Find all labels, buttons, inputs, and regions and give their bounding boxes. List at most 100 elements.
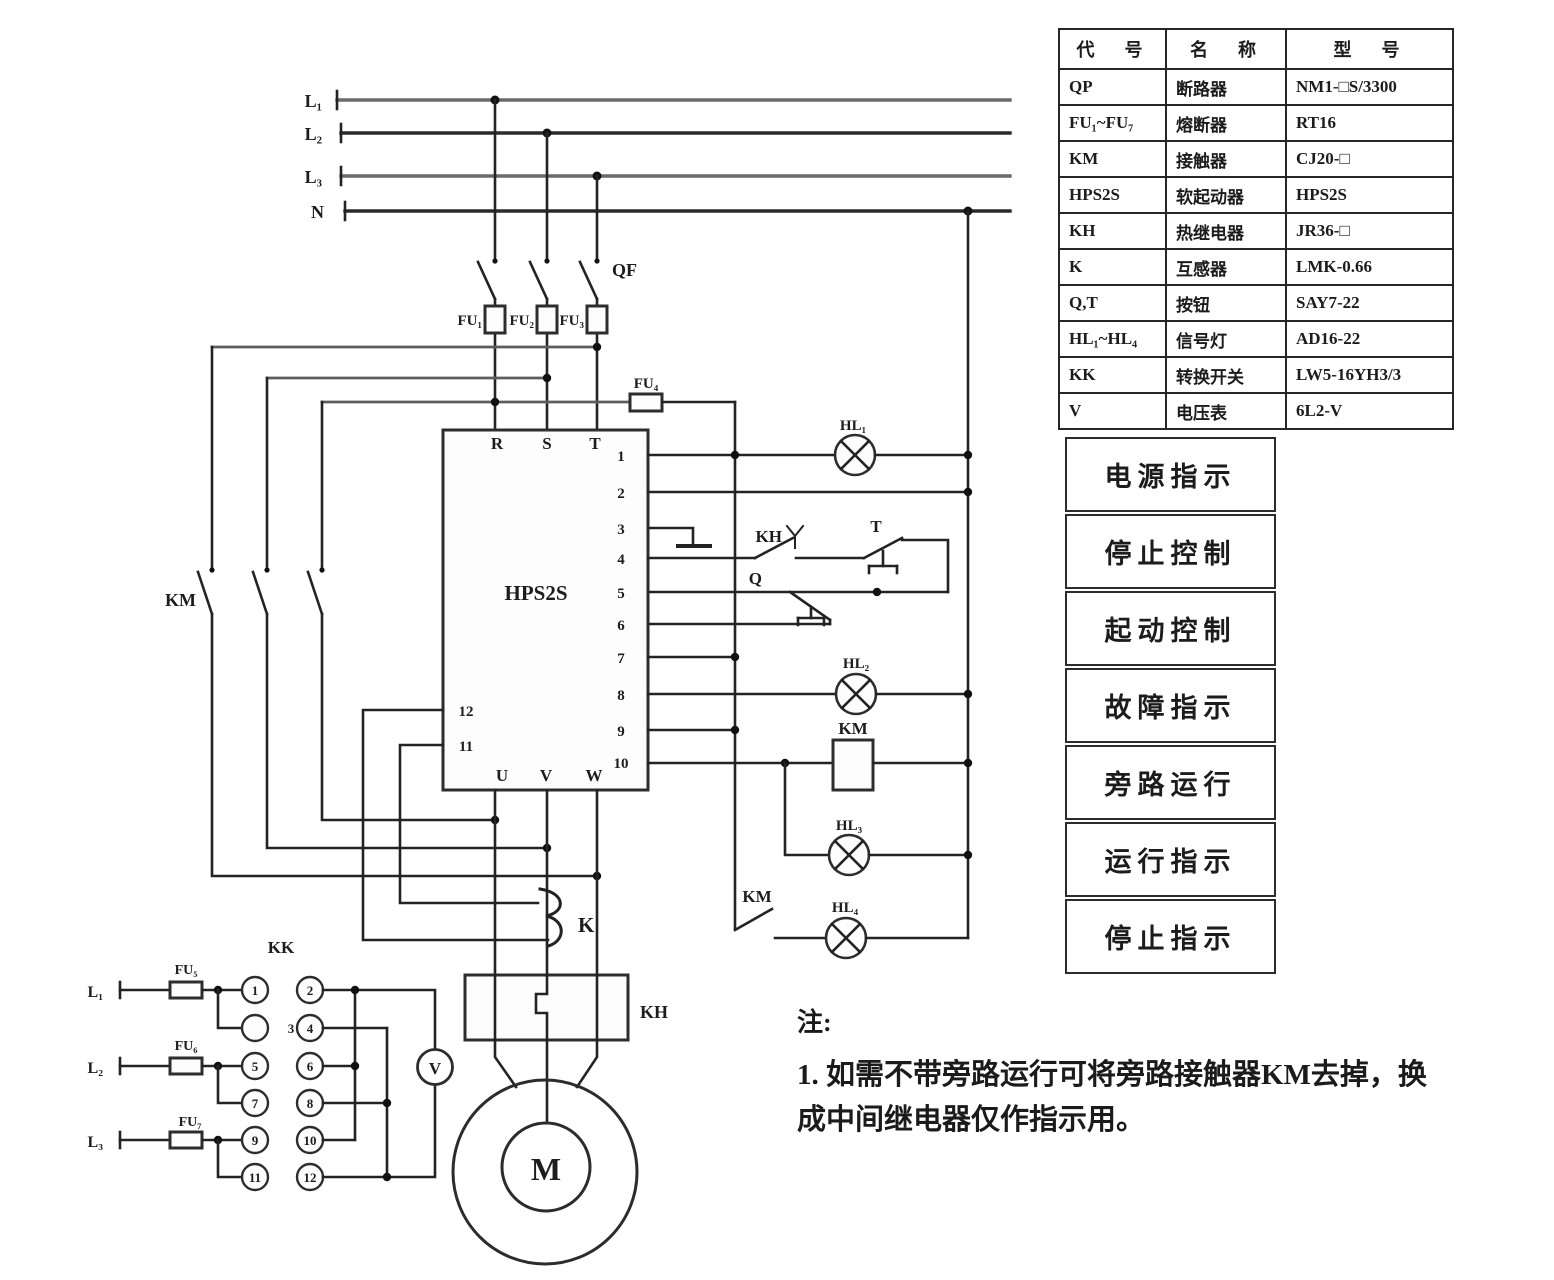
cell-name: 软起动器 — [1165, 176, 1287, 214]
bus-label-n: N — [311, 202, 324, 222]
function-label-column: 电源指示 停止控制 起动控制 故障指示 旁路运行 运行指示 停止指示 — [1065, 437, 1276, 974]
kk-terminal: 7 — [252, 1096, 259, 1111]
cell-model: NM1-□S/3300 — [1285, 68, 1454, 106]
thermal-block-label: KH — [640, 1002, 668, 1022]
cell-code: HL₁~HL₄ — [1058, 320, 1167, 358]
bus-label-l2: L₂ — [305, 124, 322, 144]
kk-stray-3: 3 — [288, 1021, 295, 1036]
control-circuit: HL₁ KH T Q — [646, 209, 973, 960]
terminal-9: 9 — [617, 724, 625, 740]
note-block: 注: 1. 如需不带旁路运行可将旁路接触器KM去掉，换 成中间继电器仅作指示用。 — [797, 1002, 1517, 1143]
terminal-8: 8 — [617, 688, 625, 704]
function-label: 故障指示 — [1065, 668, 1276, 743]
breaker-qf: QF — [476, 98, 637, 301]
kk-terminal: 1 — [252, 983, 259, 998]
cell-name: 信号灯 — [1165, 320, 1287, 358]
lamp-hl1-label: HL₁ — [840, 418, 866, 434]
motor-label: M — [531, 1151, 561, 1187]
kk-terminal: 6 — [307, 1059, 314, 1074]
cell-name: 互感器 — [1165, 248, 1287, 286]
lamp-hl2-label: HL₂ — [843, 656, 870, 672]
stop-button-label: T — [870, 517, 882, 536]
function-label: 停止控制 — [1065, 514, 1276, 589]
kk-terminal: 2 — [307, 983, 314, 998]
fuse-fu5-label: FU₅ — [175, 963, 198, 978]
bypass-contactor-km: KM — [165, 342, 632, 881]
terminal-5: 5 — [617, 586, 625, 602]
selector-switch-kk: KK L₁ FU₅ L₂ FU₆ L₃ FU₇ 1 — [88, 938, 392, 1192]
function-label: 电源指示 — [1065, 437, 1276, 512]
function-label: 起动控制 — [1065, 591, 1276, 666]
terminal-11: 11 — [459, 739, 473, 755]
selector-line-l3: L₃ — [88, 1134, 104, 1151]
terminal-t: T — [589, 434, 601, 453]
output-section: KH K — [361, 708, 668, 1042]
cell-model: LW5-16YH3/3 — [1285, 356, 1454, 394]
thermal-contact-label: KH — [756, 527, 782, 546]
cell-name: 断路器 — [1165, 68, 1287, 106]
cell-model: RT16 — [1285, 104, 1454, 142]
note-line-2: 成中间继电器仅作指示用。 — [797, 1104, 1146, 1136]
header-code: 代 号 — [1058, 28, 1167, 70]
fuse-fu4-label: FU₄ — [634, 376, 659, 392]
contactor-contact-label: KM — [742, 887, 771, 906]
terminal-1: 1 — [617, 449, 625, 465]
cell-code: V — [1058, 392, 1167, 430]
function-label: 运行指示 — [1065, 822, 1276, 897]
cell-name: 接触器 — [1165, 140, 1287, 178]
cell-code: Q,T — [1058, 284, 1167, 322]
note-title: 注: — [797, 1008, 832, 1037]
selector-line-l1: L₁ — [88, 984, 104, 1001]
terminal-6: 6 — [617, 618, 625, 634]
kk-terminal: 10 — [304, 1133, 317, 1148]
header-name: 名 称 — [1165, 28, 1287, 70]
power-bus: L₁ L₂ L₃ N — [305, 89, 1012, 222]
kk-terminal: 4 — [307, 1021, 314, 1036]
terminal-7: 7 — [617, 651, 625, 667]
main-fuses: FU₁ FU₂ FU₃ — [458, 297, 609, 432]
component-table-header: 代 号 名 称 型 号 — [1058, 28, 1454, 70]
fuse-fu6-label: FU₆ — [175, 1039, 198, 1054]
fuse-fu3-label: FU₃ — [560, 313, 585, 329]
bus-label-l1: L₁ — [305, 91, 322, 111]
selector-line-l2: L₂ — [88, 1060, 104, 1077]
selector-label: KK — [268, 938, 295, 957]
terminal-10: 10 — [614, 756, 629, 772]
breaker-label: QF — [612, 260, 637, 280]
kk-terminal: 9 — [252, 1133, 259, 1148]
cell-code: QP — [1058, 68, 1167, 106]
cell-code: HPS2S — [1058, 176, 1167, 214]
cell-model: HPS2S — [1285, 176, 1454, 214]
cell-name: 电压表 — [1165, 392, 1287, 430]
cell-name: 热继电器 — [1165, 212, 1287, 250]
terminal-w: W — [586, 766, 603, 785]
voltmeter-label: V — [429, 1059, 442, 1078]
cell-model: LMK-0.66 — [1285, 248, 1454, 286]
cell-code: FU₁~FU₇ — [1058, 104, 1167, 142]
start-button-label: Q — [749, 569, 762, 588]
motor: M — [451, 1038, 639, 1266]
cell-model: JR36-□ — [1285, 212, 1454, 250]
terminal-12: 12 — [459, 704, 474, 720]
terminal-v: V — [540, 766, 553, 785]
terminal-r: R — [491, 434, 504, 453]
kk-terminal: 12 — [304, 1170, 317, 1185]
kk-terminal: 8 — [307, 1096, 314, 1111]
terminal-3: 3 — [617, 522, 625, 538]
cell-code: KM — [1058, 140, 1167, 178]
function-label: 停止指示 — [1065, 899, 1276, 974]
contactor-coil-label: KM — [838, 719, 867, 738]
bypass-km-label: KM — [165, 590, 196, 610]
cell-model: AD16-22 — [1285, 320, 1454, 358]
